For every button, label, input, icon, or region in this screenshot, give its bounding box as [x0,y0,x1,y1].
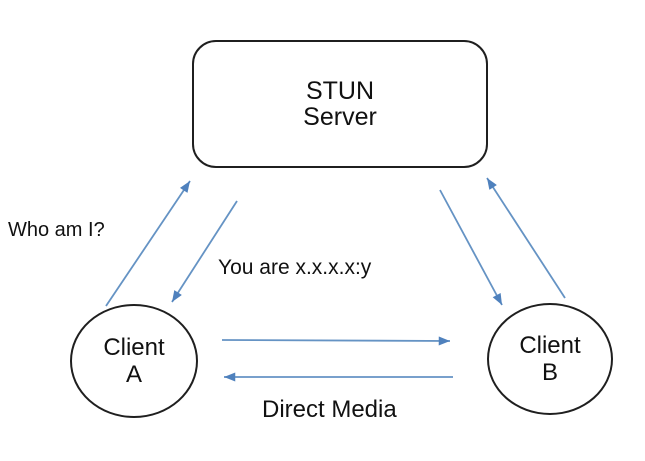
client-b-label-line1: Client [519,332,581,359]
client-b-label-line2: B [541,359,558,386]
arrow-client-a-to-server [105,180,191,307]
arrow-server-to-client-b [439,189,503,306]
annotation-direct-media: Direct Media [262,396,397,423]
client-a-label-line2: A [125,361,142,388]
client-b-label: Client B [519,332,580,386]
stun-server-label-line1: STUN [305,77,375,105]
client-a-node: Client A [70,304,198,418]
stun-server-node: STUN Server [192,40,488,168]
client-b-node: Client B [487,303,613,415]
annotation-you-are: You are x.x.x.x:y [218,256,372,279]
client-a-label-line1: Client [103,334,165,361]
arrow-client-a-to-client-b [221,336,451,346]
stun-server-label: STUN Server [303,78,377,130]
arrow-server-to-client-a [171,200,238,303]
arrow-client-b-to-server [486,177,566,299]
annotation-who-am-i: Who am I? [8,219,105,241]
stun-server-label-line2: Server [303,103,377,131]
client-a-label: Client A [103,334,164,388]
